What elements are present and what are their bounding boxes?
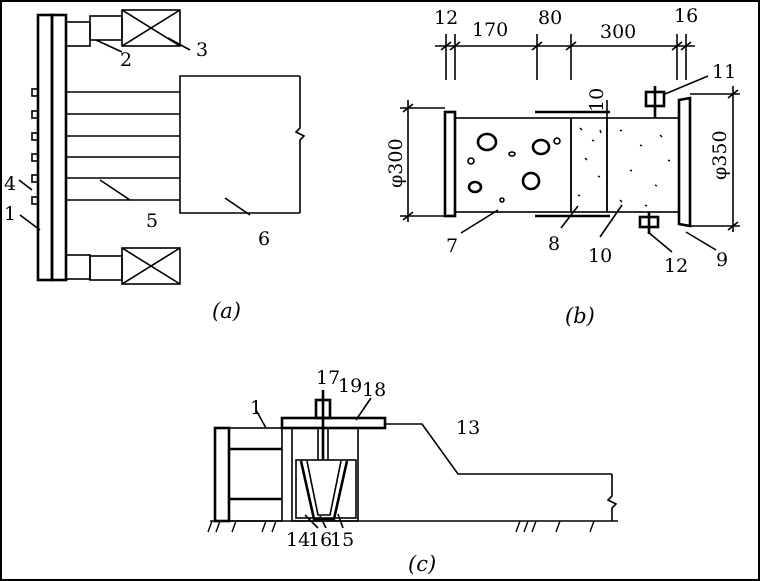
label-7: 7 (446, 235, 458, 257)
panel-c: 1 17 19 18 13 14 16 15 (c) (207, 367, 618, 576)
panel-a: 2 3 4 1 5 6 (a) (4, 9, 306, 323)
label-4: 4 (4, 173, 16, 195)
label-17: 17 (316, 367, 340, 389)
label-16: 16 (308, 529, 332, 551)
anchor-plate (50, 13, 68, 282)
ground-hatching (207, 520, 595, 533)
dim-170: 170 (472, 19, 508, 41)
dimension-chain-top (435, 34, 695, 80)
dim-300: 300 (600, 21, 636, 43)
label-19: 19 (338, 375, 362, 397)
label-1c: 1 (250, 397, 262, 419)
dim-dia350: φ350 (709, 130, 731, 180)
dim-dia300: φ300 (385, 138, 407, 188)
bottom-jack (65, 247, 181, 285)
base-plate (36, 13, 54, 282)
label-10: 10 (588, 245, 612, 267)
label-3: 3 (196, 39, 208, 61)
caption-a: (a) (212, 299, 241, 323)
label-12: 12 (664, 255, 688, 277)
label-1: 1 (4, 203, 16, 225)
tendons (31, 88, 180, 205)
label-9: 9 (716, 249, 728, 271)
dim-16: 16 (674, 5, 698, 27)
label-8: 8 (548, 233, 560, 255)
dim-80: 80 (538, 7, 562, 29)
panel-b: 12 170 80 300 16 (385, 5, 740, 328)
member-6 (179, 75, 306, 214)
dim-10: 10 (586, 88, 608, 112)
dim-12: 12 (434, 7, 458, 29)
top-jack (65, 9, 181, 47)
specimen (443, 86, 692, 234)
label-13: 13 (456, 417, 480, 439)
label-5: 5 (146, 210, 158, 232)
label-14: 14 (286, 529, 310, 551)
label-6: 6 (258, 228, 270, 250)
label-2: 2 (120, 49, 132, 71)
label-18: 18 (362, 379, 386, 401)
caption-b: (b) (565, 304, 595, 328)
label-11: 11 (712, 61, 736, 83)
caption-c: (c) (408, 552, 436, 576)
label-15: 15 (330, 529, 354, 551)
